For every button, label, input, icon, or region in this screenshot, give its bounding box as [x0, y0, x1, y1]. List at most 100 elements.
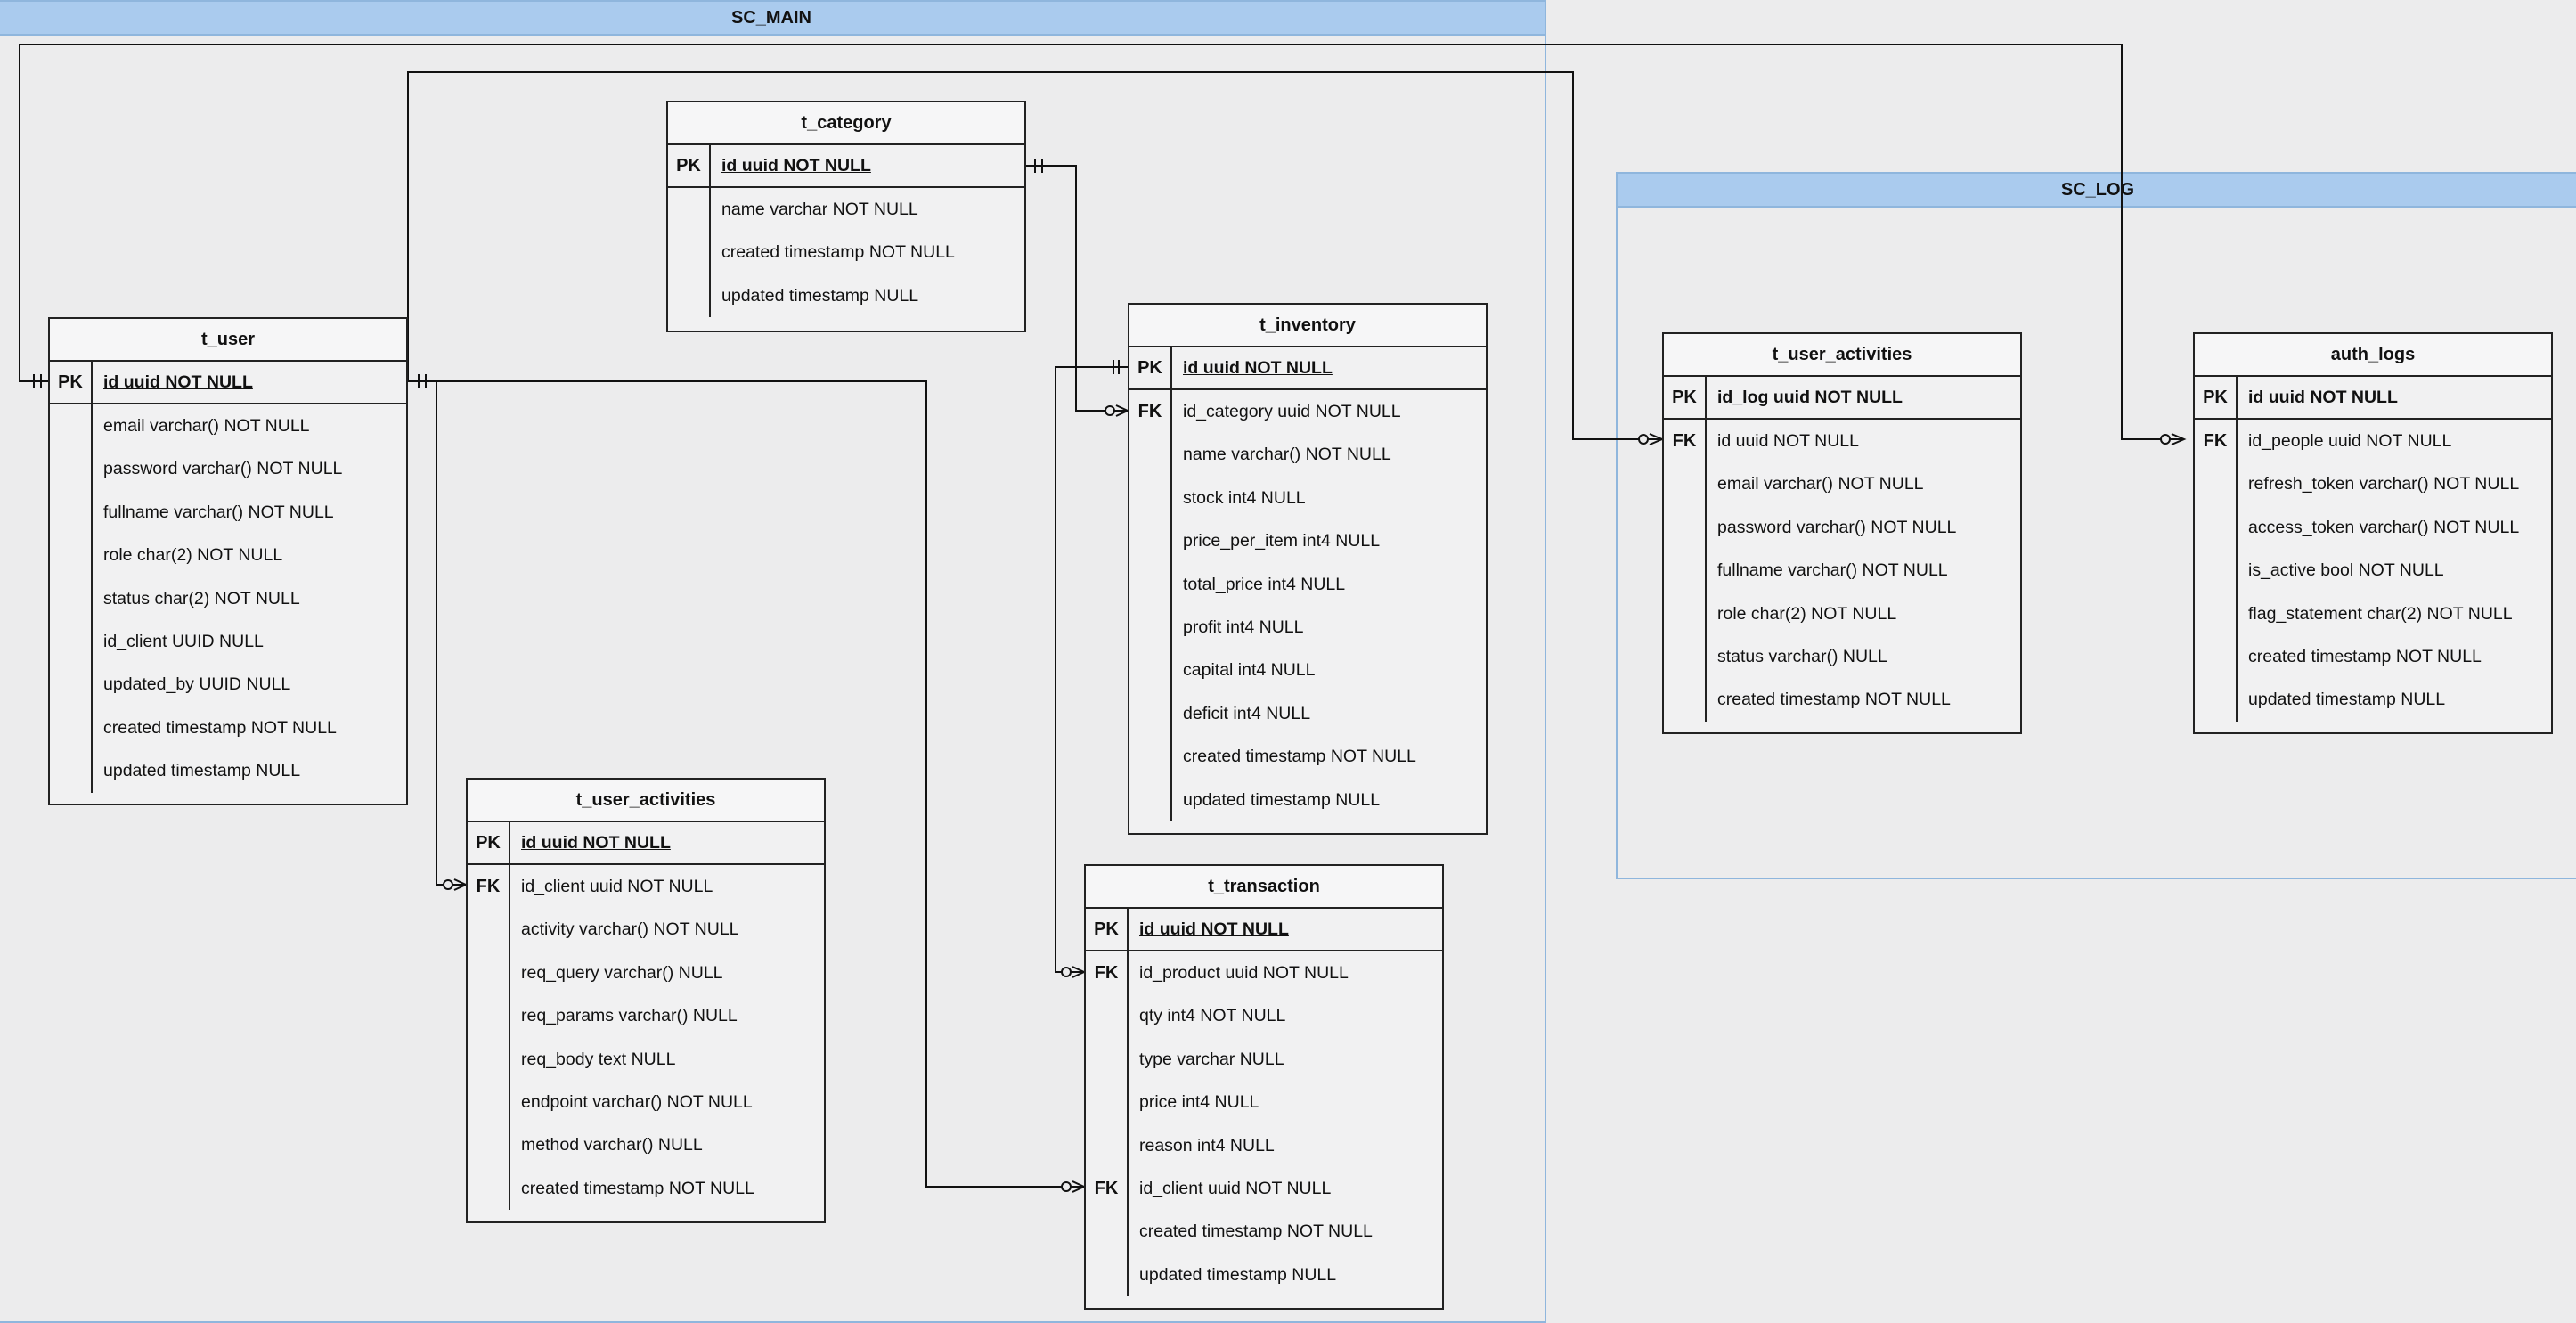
field-row[interactable]: created timestamp NOT NULL	[2195, 634, 2551, 679]
field-row[interactable]: password varchar() NOT NULL	[1664, 505, 2020, 550]
field-row[interactable]: updated timestamp NULL	[1086, 1253, 1442, 1297]
field-row[interactable]: fullname varchar() NOT NULL	[50, 490, 406, 535]
key-label: FK	[1086, 1166, 1129, 1211]
field-row[interactable]: price_per_item int4 NULL	[1129, 519, 1486, 563]
table-title: t_user_activities	[468, 780, 824, 822]
key-label	[50, 490, 93, 535]
field-label: status char(2) NOT NULL	[103, 588, 300, 608]
key-label: FK	[1664, 420, 1707, 463]
field-row[interactable]: fullname varchar() NOT NULL	[1664, 549, 2020, 592]
field-row[interactable]: access_token varchar() NOT NULL	[2195, 505, 2551, 550]
field-row[interactable]: type varchar NULL	[1086, 1037, 1442, 1082]
field-row[interactable]: email varchar() NOT NULL	[1664, 462, 2020, 506]
field-label: id_client uuid NOT NULL	[521, 877, 713, 896]
field-label: created timestamp NOT NULL	[1717, 690, 1951, 710]
field-row[interactable]: created timestamp NOT NULL	[1664, 678, 2020, 722]
key-label	[1664, 678, 1707, 722]
field-row[interactable]: reason int4 NULL	[1086, 1123, 1442, 1167]
field-row[interactable]: refresh_token varchar() NOT NULL	[2195, 462, 2551, 506]
field-row[interactable]: capital int4 NULL	[1129, 649, 1486, 692]
field-row[interactable]: total_price int4 NULL	[1129, 562, 1486, 606]
zero-marker	[1061, 967, 1072, 977]
field-row[interactable]: qty int4 NOT NULL	[1086, 994, 1442, 1038]
field-row[interactable]: updated timestamp NULL	[1129, 778, 1486, 821]
key-label	[1129, 519, 1172, 563]
field-row[interactable]: updated_by UUID NULL	[50, 663, 406, 706]
field-row[interactable]: endpoint varchar() NOT NULL	[468, 1080, 824, 1124]
table-title: t_transaction	[1086, 866, 1442, 909]
field-row[interactable]: password varchar() NOT NULL	[50, 447, 406, 491]
field-row[interactable]: profit int4 NULL	[1129, 605, 1486, 649]
zero-marker	[2160, 434, 2171, 445]
field-row[interactable]: flag_statement char(2) NOT NULL	[2195, 592, 2551, 635]
field-label: type varchar NULL	[1139, 1049, 1284, 1069]
field-row[interactable]: created timestamp NOT NULL	[50, 706, 406, 750]
key-label	[50, 534, 93, 577]
key-label	[1129, 562, 1172, 606]
field-row[interactable]: req_query varchar() NULL	[468, 951, 824, 995]
field-row[interactable]: req_body text NULL	[468, 1037, 824, 1081]
key-label: PK	[1086, 909, 1129, 950]
field-row[interactable]: id_client UUID NULL	[50, 619, 406, 664]
key-label	[50, 706, 93, 750]
field-row[interactable]: deficit int4 NULL	[1129, 691, 1486, 736]
field-label: id uuid NOT NULL	[1717, 431, 1859, 451]
field-row[interactable]: updated timestamp NULL	[2195, 678, 2551, 722]
key-label	[50, 576, 93, 620]
field-row[interactable]: name varchar NOT NULL	[668, 188, 1024, 232]
field-row[interactable]: is_active bool NOT NULL	[2195, 549, 2551, 592]
field-label: price int4 NULL	[1139, 1092, 1259, 1113]
field-row[interactable]: updated timestamp NULL	[668, 274, 1024, 318]
schema-sc-main: SC_MAIN	[0, 0, 1546, 1323]
field-label: password varchar() NOT NULL	[103, 459, 343, 479]
field-row[interactable]: created timestamp NOT NULL	[1086, 1210, 1442, 1254]
field-row[interactable]: email varchar() NOT NULL	[50, 404, 406, 448]
field-row[interactable]: stock int4 NULL	[1129, 476, 1486, 520]
field-label: status varchar() NULL	[1717, 646, 1887, 666]
field-row[interactable]: role char(2) NOT NULL	[1664, 592, 2020, 635]
field-label: id uuid NOT NULL	[103, 372, 253, 392]
key-label	[1664, 549, 1707, 592]
field-row[interactable]: price int4 NULL	[1086, 1081, 1442, 1124]
field-row[interactable]: created timestamp NOT NULL	[1129, 735, 1486, 779]
zero-marker	[1105, 405, 1115, 416]
field-label: price_per_item int4 NULL	[1183, 531, 1381, 551]
key-label	[1129, 691, 1172, 736]
field-row[interactable]: updated timestamp NULL	[50, 749, 406, 793]
key-label: PK	[1664, 377, 1707, 418]
field-row[interactable]: created timestamp NOT NULL	[468, 1166, 824, 1211]
rel-user-log-activities	[19, 44, 2184, 440]
field-row[interactable]: activity varchar() NOT NULL	[468, 908, 824, 951]
field-row[interactable]: method varchar() NULL	[468, 1123, 824, 1167]
rel-category-inventory	[1026, 165, 1128, 412]
key-label	[468, 1166, 510, 1211]
field-row[interactable]: FK id uuid NOT NULL	[1664, 420, 2020, 463]
field-row[interactable]: req_params varchar() NULL	[468, 994, 824, 1038]
field-row[interactable]: role char(2) NOT NULL	[50, 534, 406, 577]
key-label	[2195, 678, 2238, 722]
field-label: updated timestamp NULL	[1183, 789, 1381, 810]
field-row[interactable]: status varchar() NULL	[1664, 634, 2020, 679]
field-row[interactable]: status char(2) NOT NULL	[50, 576, 406, 620]
field-row[interactable]: name varchar() NOT NULL	[1129, 433, 1486, 477]
field-row[interactable]: created timestamp NOT NULL	[668, 231, 1024, 274]
